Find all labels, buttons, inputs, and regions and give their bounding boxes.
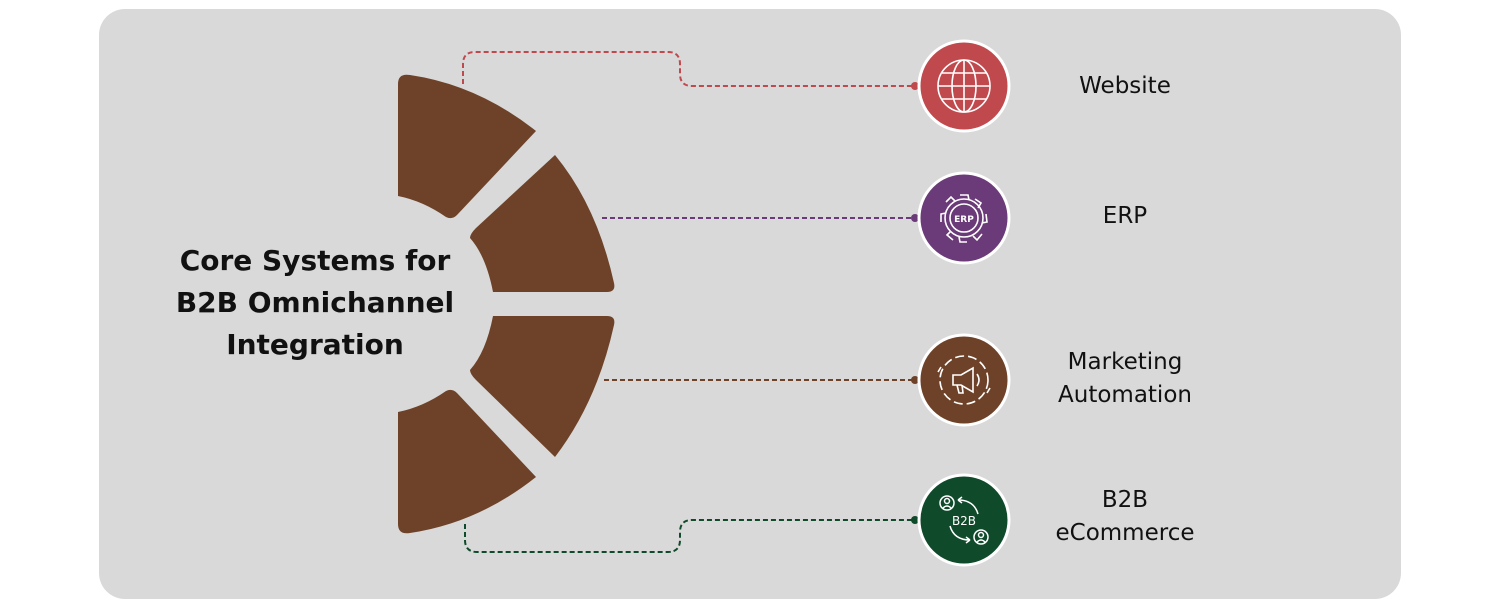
label-erp-line-1: ERP [1102,203,1148,229]
label-erp: ERP [1005,200,1245,233]
arc-segment-1 [398,74,536,219]
arc-segment-2 [470,155,615,292]
icon-marketing [917,333,1011,427]
connector-website [462,51,914,87]
title-line-3: Integration [226,328,404,361]
arc-segment-4 [398,389,536,534]
arc-segments [398,74,615,534]
b2b-exchange-icon [939,495,989,545]
label-ecommerce-line-2: eCommerce [1055,520,1195,546]
label-website: Website [1005,70,1245,103]
erp-gear-icon [940,194,988,243]
label-website-line-1: Website [1079,73,1171,99]
title-line-2: B2B Omnichannel [175,286,455,319]
label-marketing: Marketing Automation [1005,346,1245,412]
diagram-title: Core Systems for B2B Omnichannel Integra… [150,240,480,366]
label-marketing-line-1: Marketing [1067,349,1183,375]
label-marketing-line-2: Automation [1058,382,1192,408]
title-line-1: Core Systems for [179,244,451,277]
megaphone-gear-icon [937,355,991,405]
connector-dots [911,82,919,524]
connectors [462,51,914,553]
icon-website [917,39,1011,133]
icon-erp: ERP [917,171,1011,265]
diagram-panel [99,9,1401,599]
globe-icon [937,59,991,113]
connector-ecommerce [464,519,914,553]
arc-segment-3 [470,316,615,457]
erp-icon-text: ERP [954,215,974,225]
b2b-icon-text: B2B [952,514,976,528]
label-ecommerce-line-1: B2B [1101,487,1149,513]
label-ecommerce: B2B eCommerce [1005,484,1245,550]
icon-ecommerce: B2B [917,473,1011,567]
